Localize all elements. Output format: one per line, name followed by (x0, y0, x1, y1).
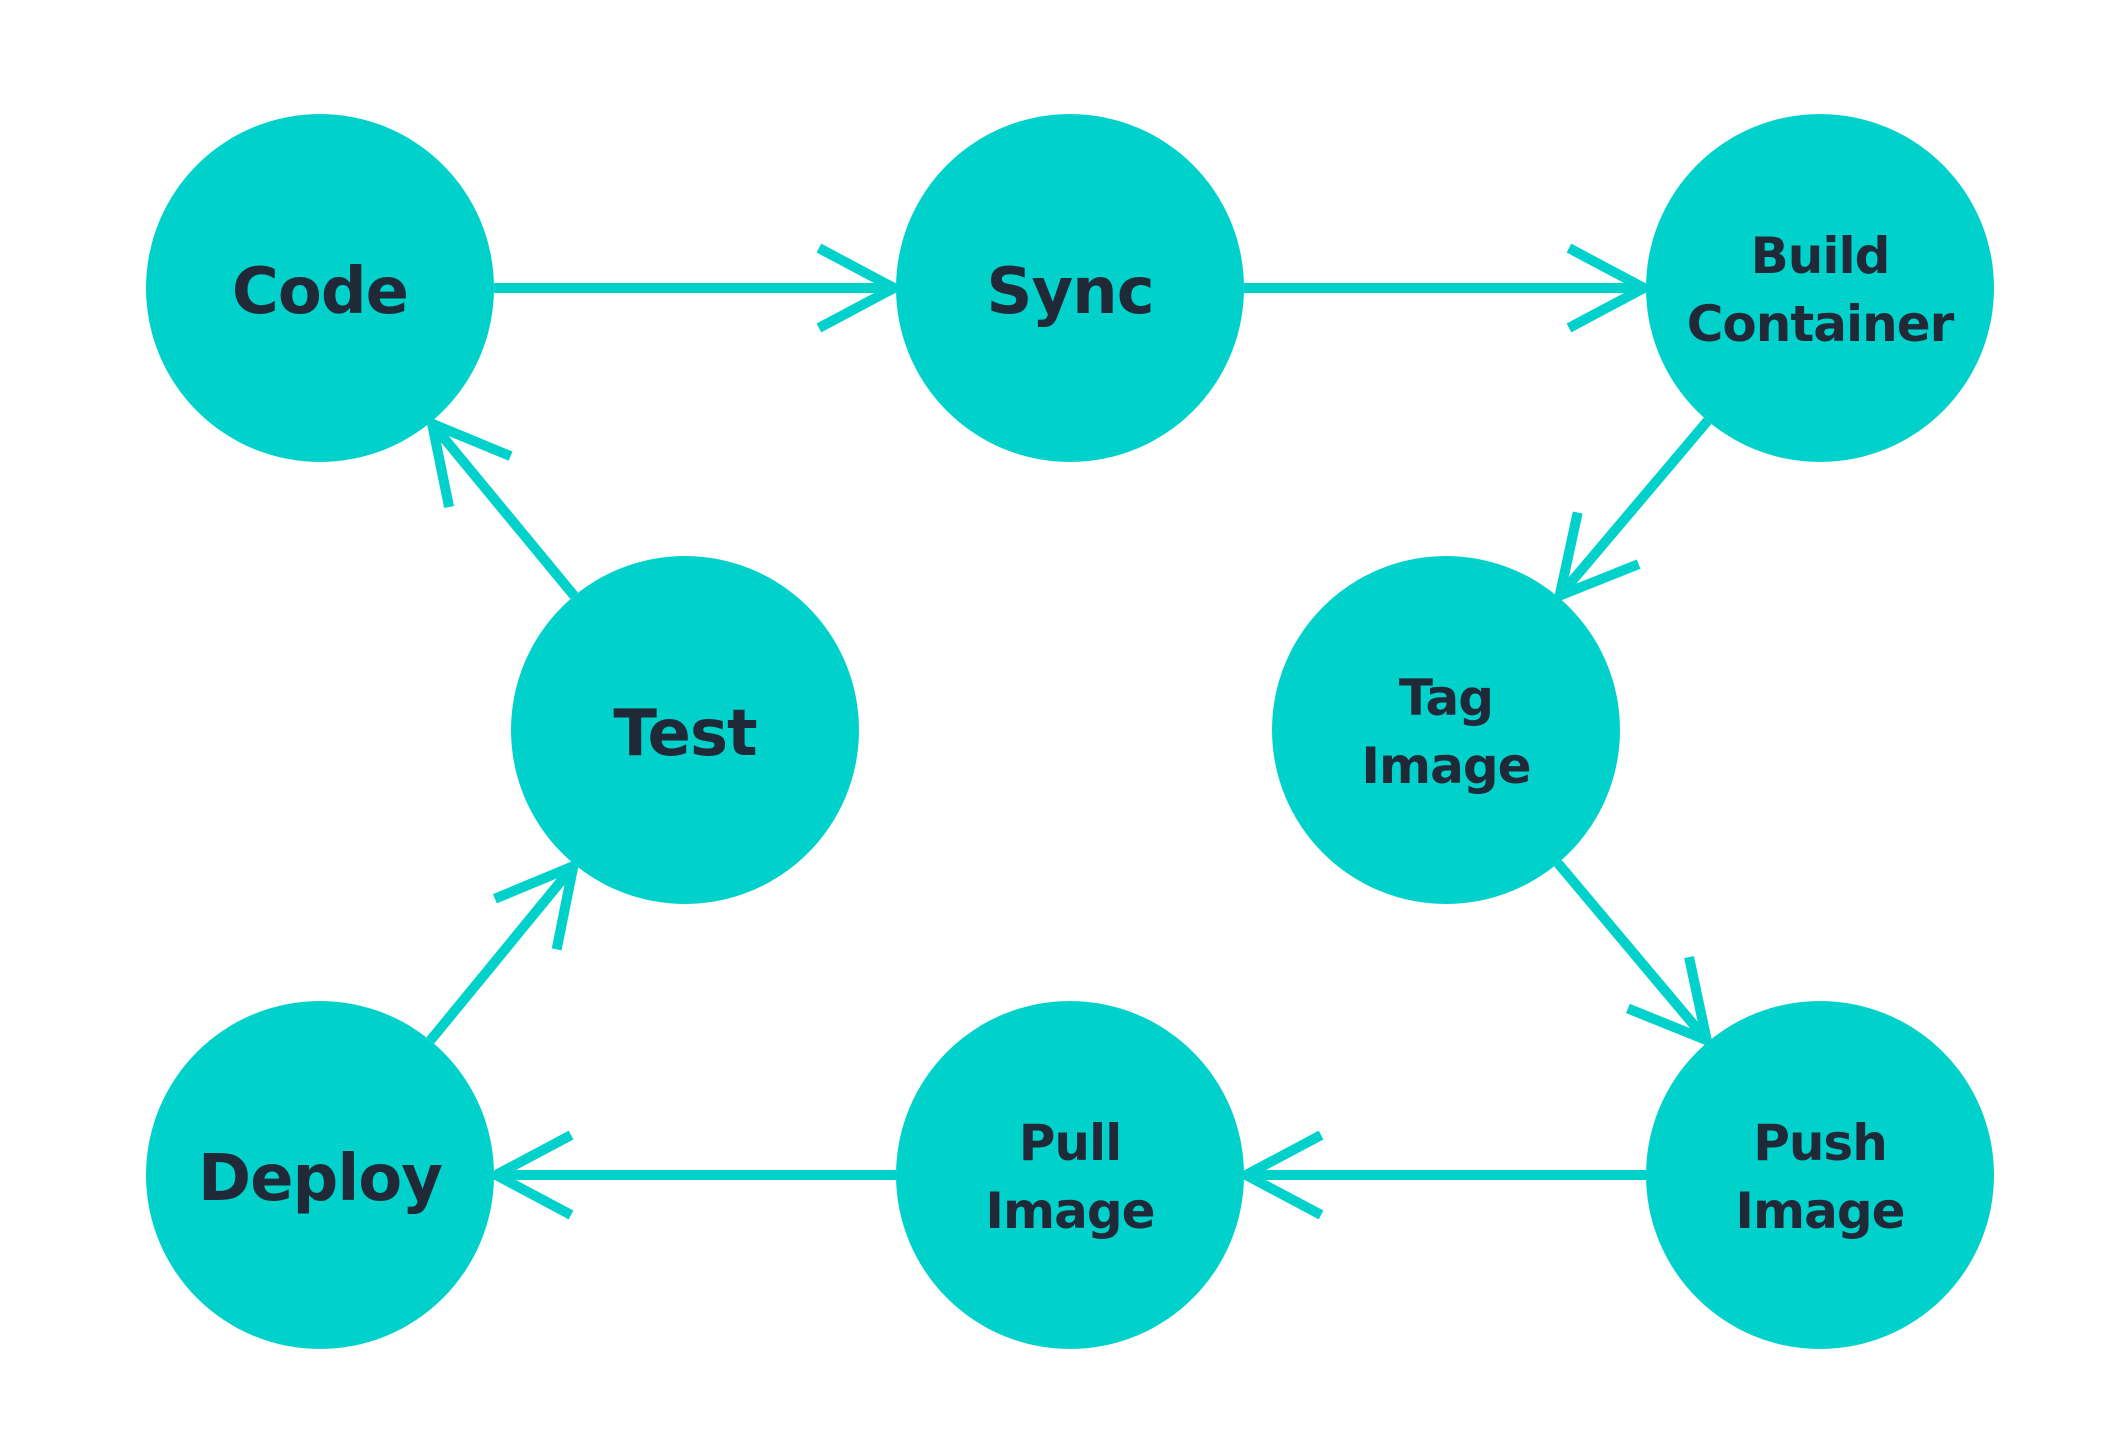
edge-build-container-to-tag-image (1552, 417, 1712, 604)
node-label: Image (985, 1182, 1154, 1240)
node-circle (896, 114, 1244, 462)
node-circle (1646, 1001, 1994, 1349)
node-label: Image (1361, 737, 1530, 795)
edge-line (1554, 859, 1707, 1039)
arrowhead (1566, 243, 1655, 333)
edge-push-image-to-pull-image (1235, 1130, 1646, 1220)
node-circle (1272, 556, 1620, 904)
edge-line (426, 867, 574, 1044)
edge-deploy-to-test (426, 857, 581, 1044)
edge-test-to-code (425, 415, 579, 600)
node-label: Push (1753, 1114, 1887, 1172)
arrowhead (1626, 956, 1714, 1049)
node-circle (511, 556, 859, 904)
edge-sync-to-build-container (1244, 243, 1655, 333)
node-label: Image (1735, 1182, 1904, 1240)
node-sync: Sync (896, 114, 1244, 462)
arrowhead (816, 243, 905, 333)
node-circle (146, 114, 494, 462)
node-code: Code (146, 114, 494, 462)
arrowhead (425, 415, 513, 508)
arrowhead (493, 857, 581, 951)
arrowhead (1235, 1130, 1324, 1220)
node-label: Build (1751, 227, 1890, 285)
arrowhead (1552, 511, 1641, 604)
node-label: Deploy (198, 1142, 442, 1216)
node-test: Test (511, 556, 859, 904)
edge-tag-image-to-push-image (1554, 859, 1714, 1049)
edge-line (1559, 417, 1712, 595)
node-circle (896, 1001, 1244, 1349)
edge-line (432, 425, 579, 600)
node-label: Pull (1019, 1114, 1122, 1172)
node-label: Test (613, 697, 757, 771)
node-circle (146, 1001, 494, 1349)
node-circle (1646, 114, 1994, 462)
node-label: Sync (986, 255, 1153, 329)
arrowhead (485, 1130, 574, 1220)
edge-pull-image-to-deploy (485, 1130, 896, 1220)
edges-layer (425, 243, 1714, 1220)
node-label: Tag (1399, 669, 1493, 727)
node-label: Code (232, 255, 408, 329)
node-label: Container (1687, 295, 1955, 353)
node-deploy: Deploy (146, 1001, 494, 1349)
edge-code-to-sync (494, 243, 905, 333)
